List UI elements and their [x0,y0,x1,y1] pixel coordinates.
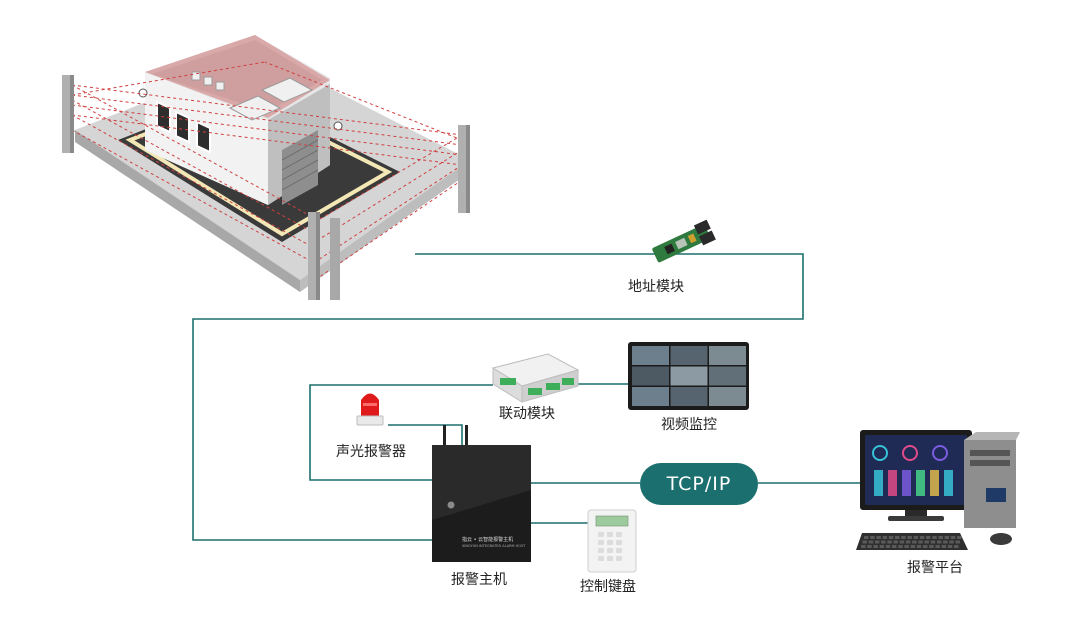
beam-post-left [62,75,74,153]
alarm-platform-icon [856,430,1020,550]
building-perimeter-illustration [62,35,470,300]
address-module-icon [652,219,716,263]
strobe-siren-icon [356,393,384,426]
alarm-host-model-text: XINGYUN INTEGRATED ALARM HOST [462,544,526,548]
line-building-to-address-module [192,253,804,541]
line-siren-to-host [388,424,463,445]
alarm-host-icon [432,425,531,562]
alarm-host-label: 报警主机 [451,572,507,588]
alarm-platform-label: 报警平台 [907,560,963,576]
beam-post-right [458,125,470,213]
control-keypad-label: 控制键盘 [580,579,636,595]
tcp-ip-network-badge: TCP/IP [640,463,758,505]
line-siren-linkage-loop [309,384,493,481]
connection-lines [192,253,862,541]
video-monitor-label: 视频监控 [661,417,717,433]
video-monitor-icon [628,342,749,410]
address-module-label: 地址模块 [628,279,684,295]
control-keypad-icon [587,509,637,573]
linkage-module-icon [491,353,580,403]
alarm-host-brand-text: 指云 • 云智能报警主机 [462,537,514,543]
beam-post-front [308,212,340,300]
strobe-siren-label: 声光报警器 [336,444,406,460]
linkage-module-label: 联动模块 [499,406,555,422]
